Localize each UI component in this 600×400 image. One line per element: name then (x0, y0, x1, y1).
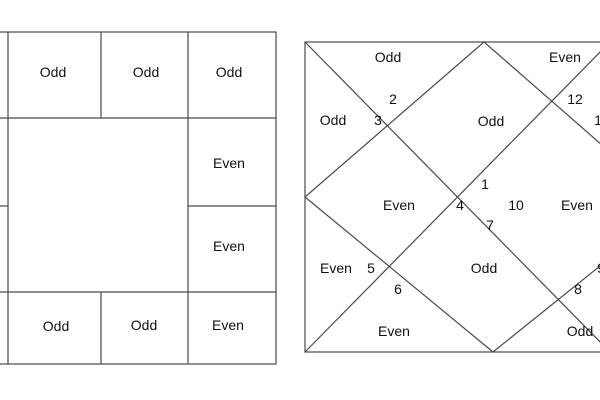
north-sign-number: 10 (508, 197, 524, 213)
north-house-bottom-left: Even (378, 323, 410, 339)
north-sign-number: 1 (594, 112, 600, 128)
north-sign-number: 6 (394, 281, 402, 297)
north-sign-number: 7 (486, 217, 494, 233)
north-chart-frame (304, 41, 600, 353)
north-sign-number: 5 (367, 260, 375, 276)
north-diagonal-line (304, 41, 600, 343)
north-house-bottom-right: Odd (567, 323, 593, 339)
north-sign-number: 9 (597, 260, 600, 276)
south-cell-top-2: Odd (40, 64, 66, 80)
north-sign-number: 8 (574, 281, 582, 297)
south-cell-top-4: Odd (216, 64, 242, 80)
north-house-center-upper: Odd (478, 113, 504, 129)
north-diamond-edge (304, 41, 485, 198)
south-chart: Odd Odd Odd Even Even Even Odd Odd (0, 31, 277, 365)
north-house-center-right: Even (561, 197, 593, 213)
north-sign-number: 2 (389, 91, 397, 107)
north-diagonal-line (304, 51, 600, 353)
south-cell-bottom-3: Odd (131, 317, 157, 333)
north-sign-number: 3 (374, 112, 382, 128)
north-house-center-lower: Odd (471, 260, 497, 276)
north-sign-number: 4 (456, 197, 464, 213)
north-diamond-edge (483, 41, 600, 145)
north-chart: Odd Even Odd Odd Even Even Even Odd Even… (304, 41, 600, 353)
north-sign-number: 1 (481, 176, 489, 192)
north-diamond-edge (492, 265, 600, 353)
north-sign-number: 12 (567, 91, 583, 107)
north-house-center-left: Even (383, 197, 415, 213)
north-house-left-upper: Odd (320, 112, 346, 128)
north-house-top-right: Even (549, 49, 581, 65)
south-cell-right-3: Even (213, 238, 245, 254)
south-cell-right-2: Even (213, 155, 245, 171)
south-chart-frame (0, 31, 277, 365)
south-cell-top-3: Odd (133, 64, 159, 80)
north-house-left-lower: Even (320, 260, 352, 276)
south-cell-bottom-4: Even (212, 317, 244, 333)
north-house-top-left: Odd (375, 49, 401, 65)
north-diamond-edge (304, 196, 494, 353)
south-cell-bottom-2: Odd (43, 318, 69, 334)
